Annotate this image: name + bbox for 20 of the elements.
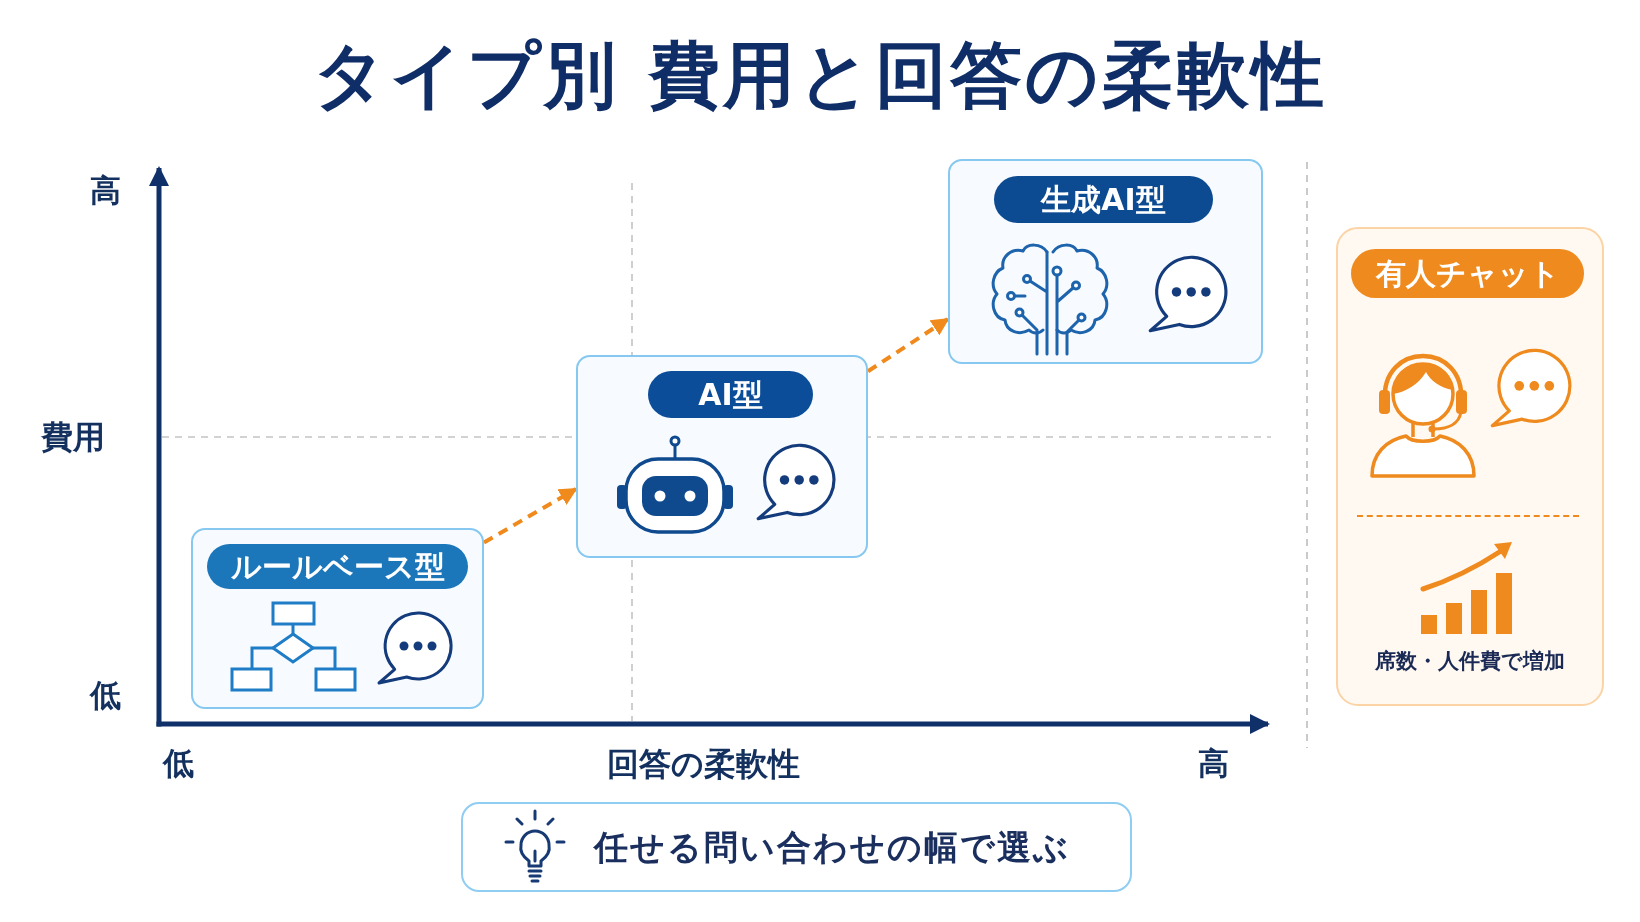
category-card	[576, 355, 868, 558]
dashed-arrow	[483, 487, 578, 545]
category-card	[948, 159, 1263, 364]
type-label-pill: ルールベース型	[207, 544, 468, 589]
axis-level-label: 高	[1197, 746, 1229, 782]
axis-title: 費用	[41, 418, 105, 456]
side-panel	[1336, 227, 1604, 706]
type-label-pill: 有人チャット	[1351, 249, 1584, 298]
category-card	[191, 528, 484, 709]
axis-level-label: 低	[89, 678, 121, 714]
axis-level-label: 低	[162, 746, 194, 782]
dashed-arrow	[866, 317, 950, 373]
type-label-pill: 生成AI型	[994, 176, 1213, 223]
tip-text: 任せる問い合わせの幅で選ぶ	[594, 826, 1070, 868]
summary-banner	[461, 802, 1132, 892]
type-label-pill: AI型	[648, 371, 813, 418]
cost-note: 席数・人件費で増加	[1375, 649, 1565, 675]
axis-title: 回答の柔軟性	[606, 745, 800, 783]
axis-level-label: 高	[89, 173, 121, 209]
diagram-title: タイプ別 費用と回答の柔軟性	[313, 33, 1327, 117]
